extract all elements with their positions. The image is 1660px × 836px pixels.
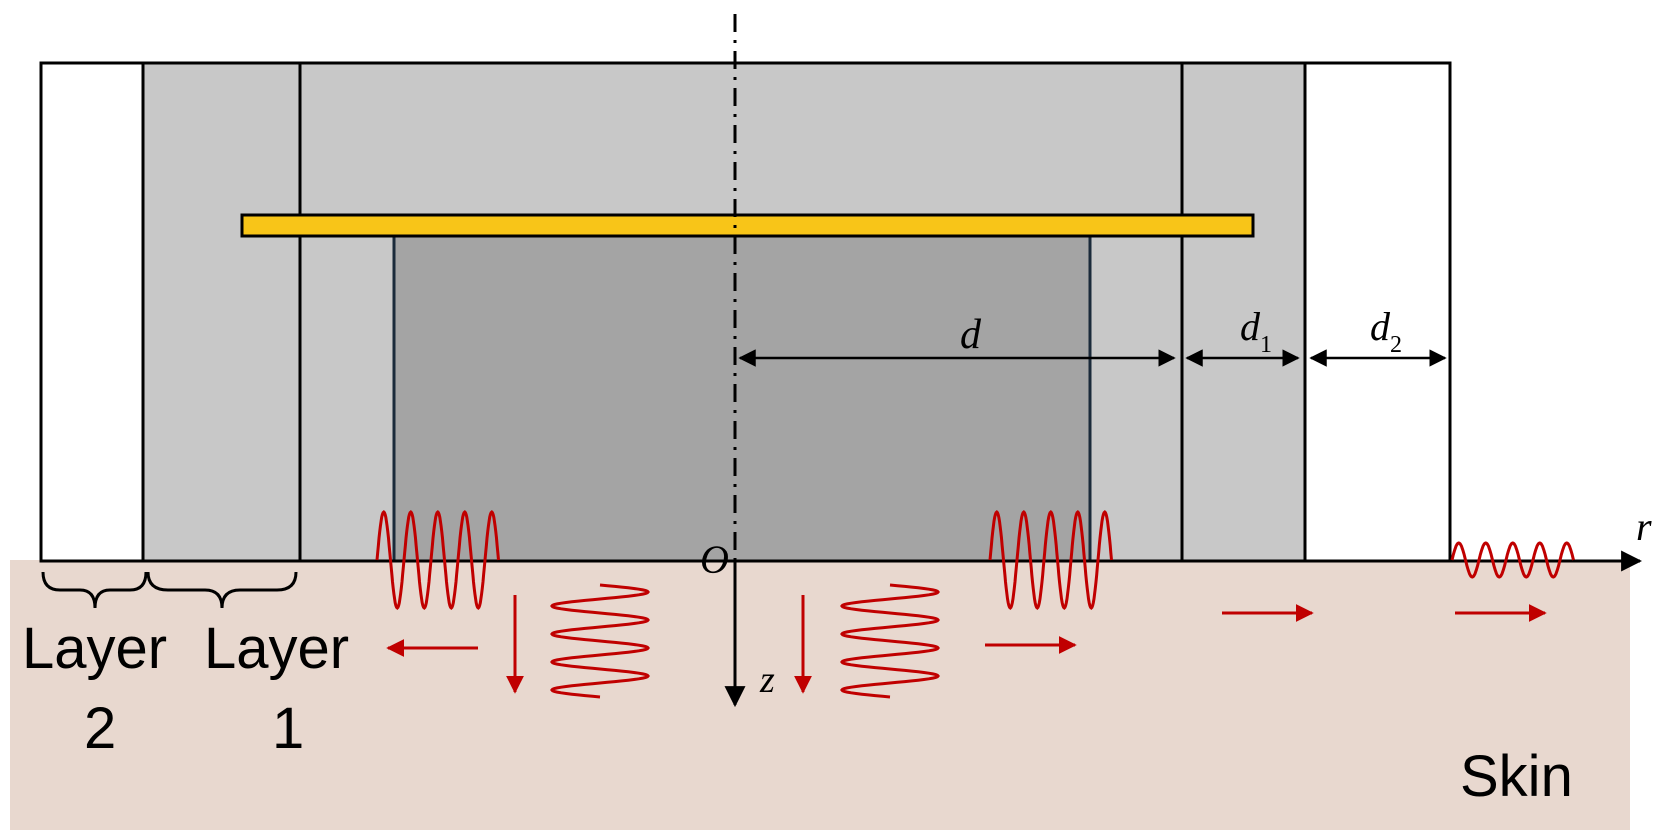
skin-region [10,560,1630,830]
label-skin: Skin [1460,744,1573,809]
label-r-axis: r [1636,504,1652,549]
wave-group [375,509,1575,699]
label-layer1-num: 1 [272,696,304,761]
label-layer2-word: Layer [22,616,167,681]
core-block [392,234,1092,563]
wave-down-left [550,583,650,699]
wave-down-right [840,583,940,699]
label-z-axis: z [759,659,775,701]
label-d2: d2 [1370,304,1402,358]
label-layer1-word: Layer [204,616,349,681]
wave-right-edge [988,509,1113,611]
wave-left-edge [375,509,500,611]
layer1-brace [146,571,298,609]
label-origin: O [700,537,729,582]
label-d: d [960,312,982,358]
electrode-bar [240,213,1255,238]
wave-surface-right [1450,541,1575,579]
label-d1: d1 [1240,304,1272,358]
label-layer2-num: 2 [84,696,116,761]
layer2-brace [41,571,148,609]
